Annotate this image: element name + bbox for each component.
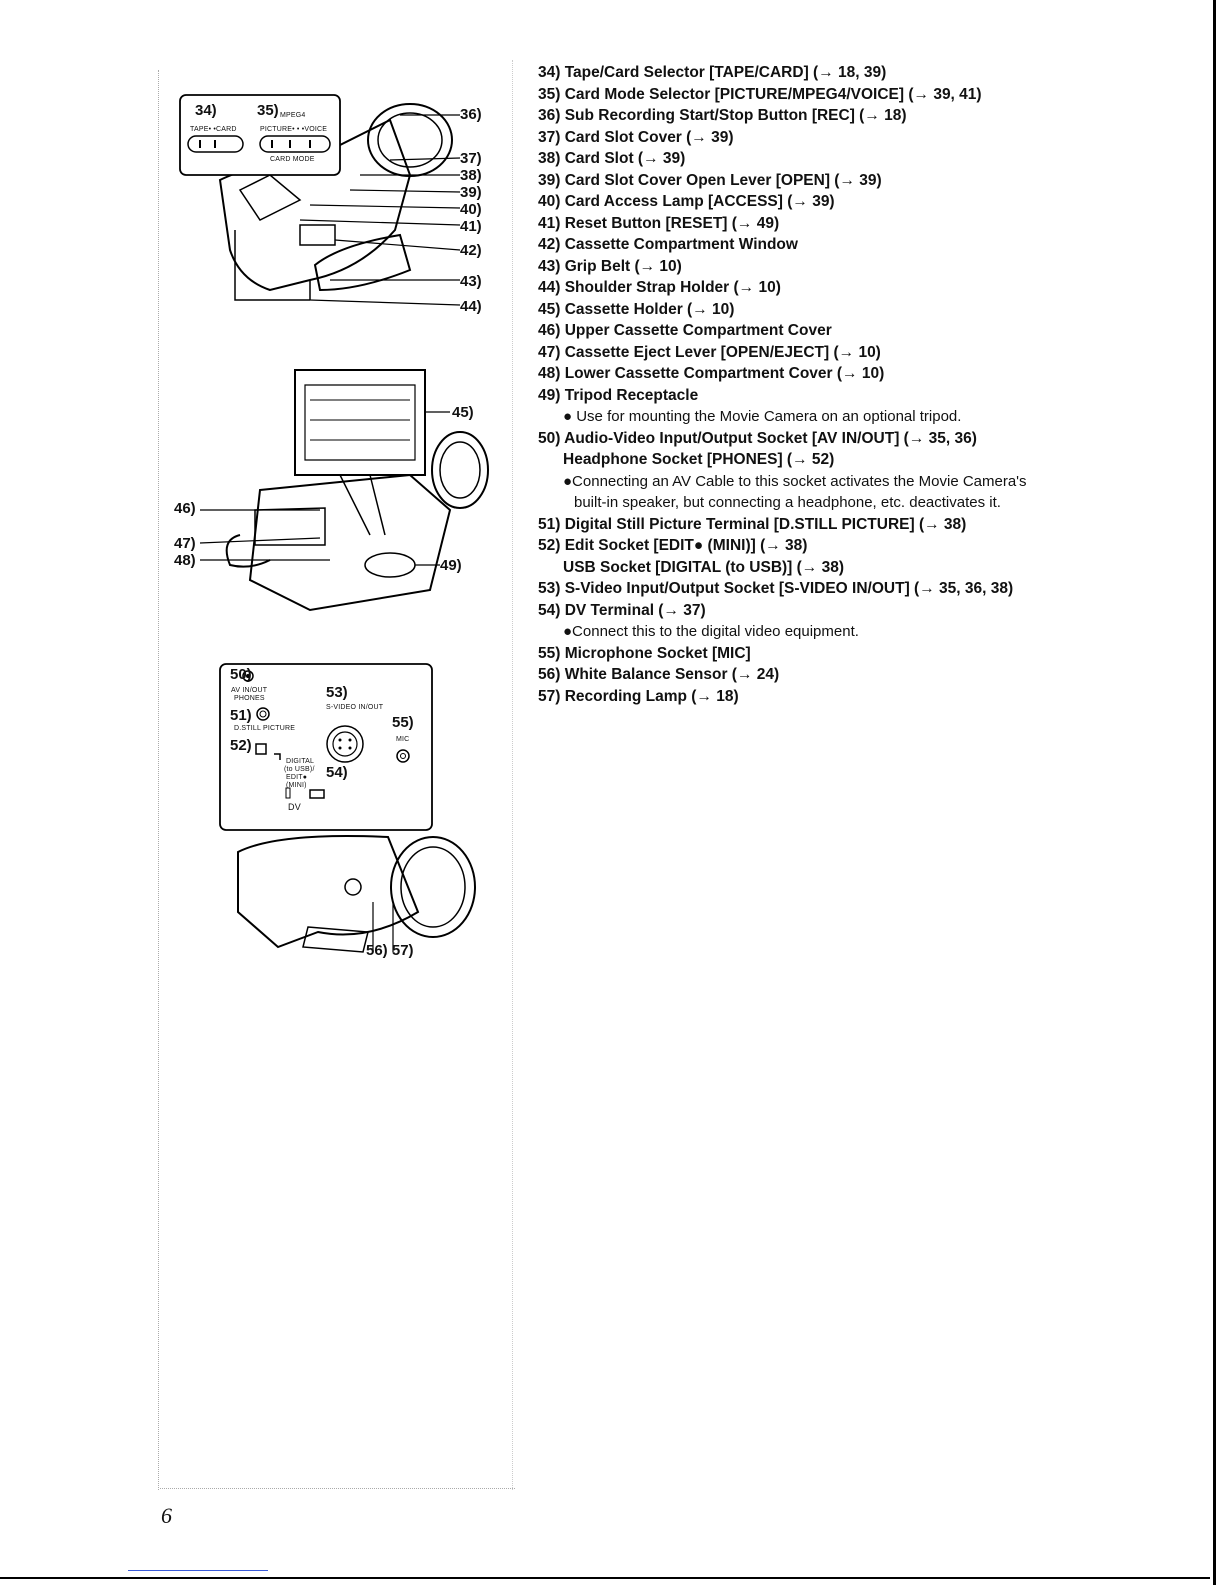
callout-47: 47)	[174, 535, 196, 552]
part-entry: 49) Tripod Receptacle	[538, 386, 699, 404]
part-entry-detail: ● Use for mounting the Movie Camera on a…	[563, 408, 962, 425]
column-border-bottom	[160, 1488, 515, 1490]
callout-45: 45)	[452, 404, 474, 421]
digital-label: DIGITAL	[286, 758, 315, 765]
part-entry-detail: USB Socket [DIGITAL (to USB)] (→ 38)	[563, 558, 845, 576]
switch-mode-label: PICTURE• • •VOICE	[260, 126, 328, 133]
page-bottom-rule	[0, 1577, 1210, 1579]
callout-44: 44)	[460, 298, 482, 315]
switch-mode-top-label: MPEG4	[280, 112, 306, 119]
part-entry: 50) Audio-Video Input/Output Socket [AV …	[538, 429, 977, 447]
callout-36: 36)	[460, 106, 482, 123]
part-entry: 51) Digital Still Picture Terminal [D.ST…	[538, 515, 967, 533]
figure-cassette-view: 45) 46) 47) 48) 49)	[160, 360, 500, 620]
s-video-label: S-VIDEO IN/OUT	[326, 704, 384, 711]
part-entry: 45) Cassette Holder (→ 10)	[538, 300, 735, 318]
callout-55: 55)	[392, 714, 414, 731]
callout-50: 50)	[230, 666, 252, 683]
column-border-left	[158, 70, 160, 1490]
camera-cassette-drawing	[199, 369, 489, 612]
part-entry-detail: Headphone Socket [PHONES] (→ 52)	[563, 451, 835, 468]
part-entry: 53) S-Video Input/Output Socket [S-VIDEO…	[538, 580, 1014, 597]
camera-rear-drawing	[179, 94, 461, 306]
part-entry: 40) Card Access Lamp [ACCESS] (→ 39)	[538, 193, 835, 210]
figure-terminals-view: 50) AV IN/OUT PHONES 51) D.STILL PICTURE…	[218, 662, 478, 972]
part-entry: 47) Cassette Eject Lever [OPEN/EJECT] (→…	[538, 343, 881, 361]
callout-56-57: 56) 57)	[366, 942, 414, 959]
callout-46: 46)	[174, 500, 196, 517]
still-picture-label: D.STILL PICTURE	[234, 725, 296, 732]
callout-38: 38)	[460, 167, 482, 184]
part-entry: 57) Recording Lamp (→ 18)	[538, 687, 739, 705]
part-entry-detail: ●Connect this to the digital video equip…	[563, 623, 859, 640]
part-entry: 54) DV Terminal (→ 37)	[538, 601, 706, 619]
part-entry: 37) Card Slot Cover (→ 39)	[538, 128, 734, 146]
part-entry: 36) Sub Recording Start/Stop Button [REC…	[538, 107, 907, 124]
callout-37: 37)	[460, 150, 482, 167]
part-entry: 56) White Balance Sensor (→ 24)	[538, 666, 780, 683]
part-entry-detail: built-in speaker, but connecting a headp…	[574, 494, 1001, 511]
part-entry: 42) Cassette Compartment Window	[538, 236, 798, 253]
column-border-middle	[512, 60, 514, 1490]
part-entry: 55) Microphone Socket [MIC]	[538, 644, 751, 662]
switch-card-mode-label: CARD MODE	[270, 156, 315, 163]
parts-list: 34) Tape/Card Selector [TAPE/CARD] (→ 18…	[538, 62, 1098, 707]
part-entry: 34) Tape/Card Selector [TAPE/CARD] (→ 18…	[538, 64, 887, 81]
part-entry-detail: ●Connecting an AV Cable to this socket a…	[563, 472, 1027, 490]
mic-label: MIC	[396, 736, 410, 743]
callout-39: 39)	[460, 184, 482, 201]
figure-rear-view: 34) 35) MPEG4 TAPE• •CARD PICTURE• • •VO…	[160, 80, 500, 330]
callout-51: 51)	[230, 707, 252, 724]
callout-40: 40)	[460, 201, 482, 218]
part-entry: 52) Edit Socket [EDIT● (MINI)] (→ 38)	[538, 537, 808, 554]
callout-54: 54)	[326, 764, 348, 781]
av-in-out-label: AV IN/OUT	[231, 687, 268, 694]
link-underline[interactable]	[128, 1570, 268, 1571]
page-edge-rule	[1213, 0, 1216, 1585]
part-entry: 43) Grip Belt (→ 10)	[538, 257, 682, 275]
dv-label: DV	[288, 802, 301, 812]
part-entry: 39) Card Slot Cover Open Lever [OPEN] (→…	[538, 171, 882, 189]
mini-label: (MINI)	[286, 782, 307, 789]
page-number: 6	[161, 1503, 172, 1528]
callout-48: 48)	[174, 552, 196, 569]
part-entry: 48) Lower Cassette Compartment Cover (→ …	[538, 365, 885, 382]
callout-53: 53)	[326, 684, 348, 701]
callout-42: 42)	[460, 242, 482, 259]
phones-label: PHONES	[234, 695, 265, 702]
callout-35: 35)	[257, 102, 279, 119]
camera-terminals-drawing	[219, 663, 476, 953]
callout-41: 41)	[460, 218, 482, 235]
edit-label: EDIT●	[286, 774, 308, 781]
to-usb-label: (to USB)/	[284, 766, 315, 773]
part-entry: 35) Card Mode Selector [PICTURE/MPEG4/VO…	[538, 85, 982, 103]
callout-34: 34)	[195, 102, 217, 119]
part-entry: 44) Shoulder Strap Holder (→ 10)	[538, 279, 781, 296]
callout-43: 43)	[460, 273, 482, 290]
part-entry: 41) Reset Button [RESET] (→ 49)	[538, 214, 780, 232]
callout-52: 52)	[230, 737, 252, 754]
part-entry: 38) Card Slot (→ 39)	[538, 150, 686, 167]
callout-49: 49)	[440, 557, 462, 574]
switch-tape-card-label: TAPE• •CARD	[190, 126, 237, 133]
part-entry: 46) Upper Cassette Compartment Cover	[538, 322, 832, 339]
